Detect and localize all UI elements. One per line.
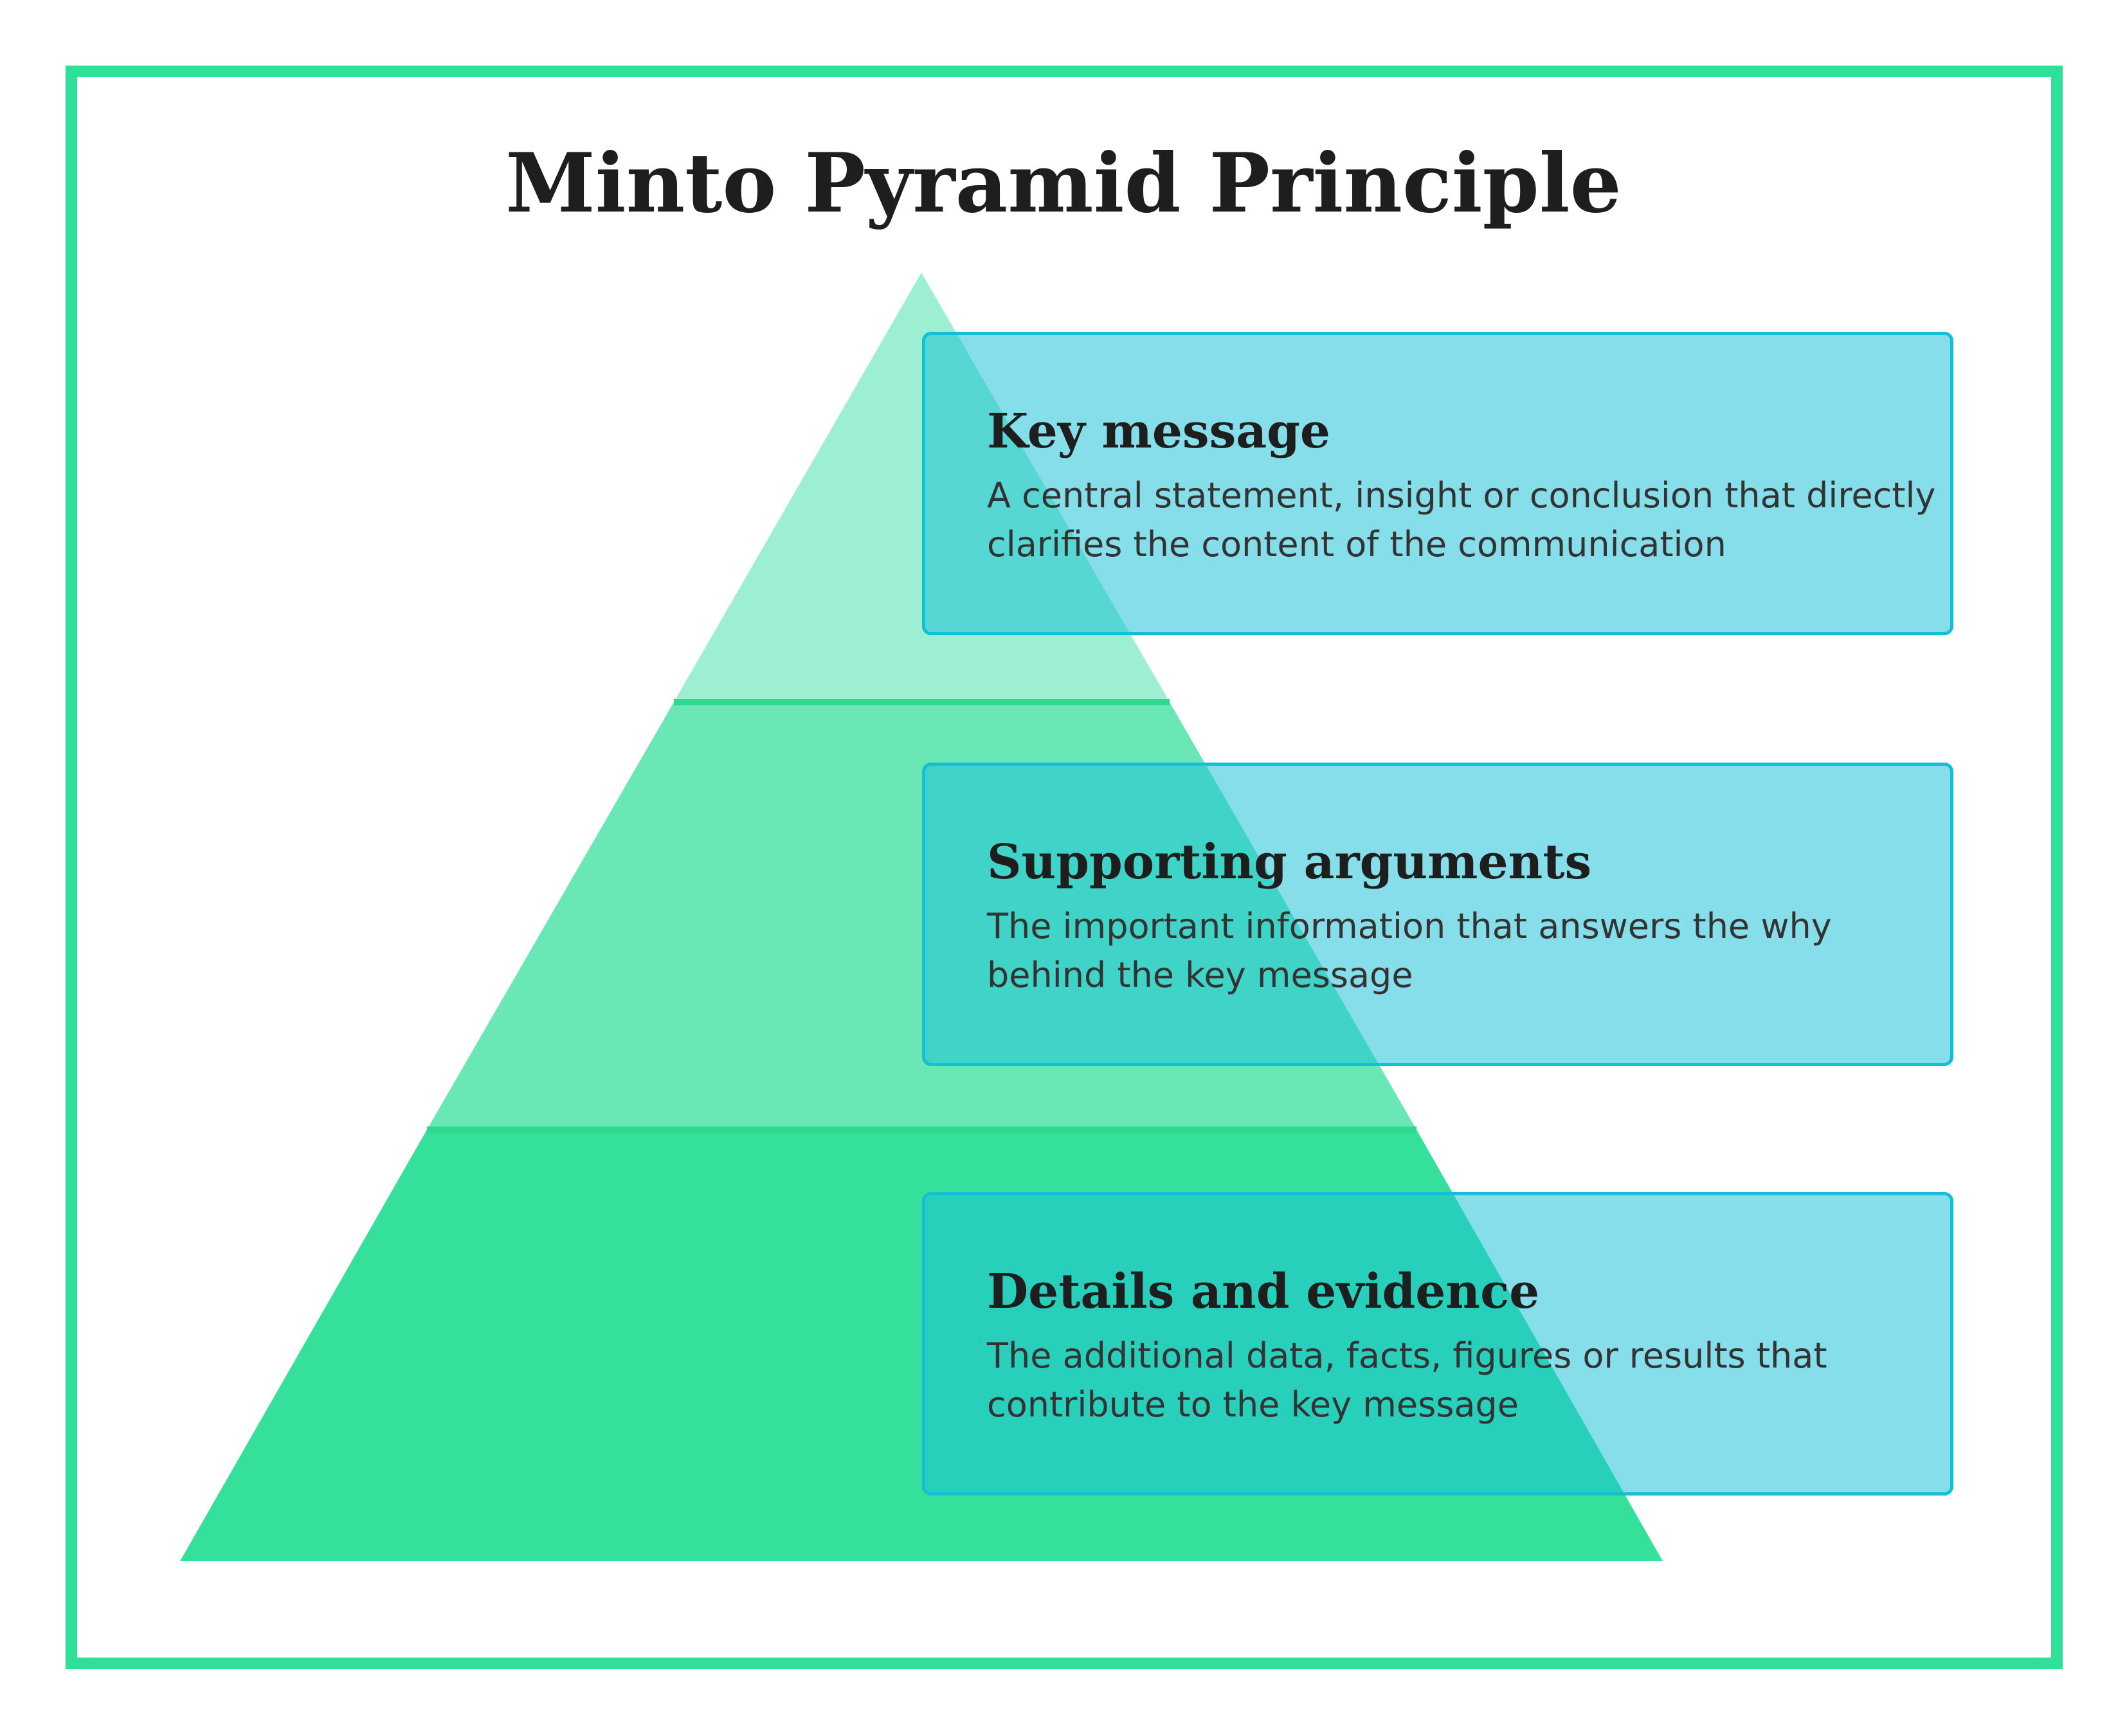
- level-heading: Supporting arguments: [987, 835, 1592, 890]
- diagram-frame: [66, 66, 2063, 1669]
- level-card-details-and-evidence: Details and evidence The additional data…: [922, 1192, 1953, 1496]
- level-heading: Key message: [987, 404, 1331, 459]
- level-heading: Details and evidence: [987, 1264, 1540, 1319]
- level-description: The important information that answers t…: [987, 906, 1832, 995]
- diagram-title: Minto Pyramid Principle: [505, 136, 1622, 231]
- level-description: The additional data, facts, figures or r…: [987, 1335, 1827, 1425]
- level-card-key-message: Key message A central statement, insight…: [922, 332, 1953, 635]
- level-card-supporting-arguments: Supporting arguments The important infor…: [922, 763, 1953, 1066]
- level-description: A central statement, insight or conclusi…: [987, 475, 1936, 565]
